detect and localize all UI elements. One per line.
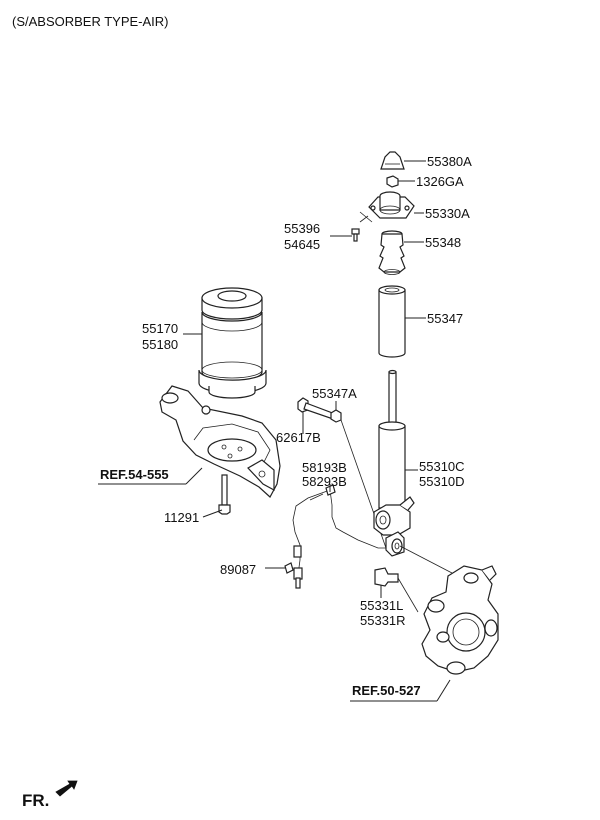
part-1326GA-nut — [386, 175, 399, 188]
label-55331L[interactable]: 55331L — [360, 598, 403, 613]
label-55310C[interactable]: 55310C — [419, 459, 465, 474]
label-55330A[interactable]: 55330A — [425, 206, 470, 221]
ref-50-527[interactable]: REF.50-527 — [352, 683, 421, 698]
label-55180[interactable]: 55180 — [142, 337, 178, 352]
part-89087-clip — [284, 562, 294, 574]
label-58193B[interactable]: 58193B — [302, 460, 347, 475]
label-62617B[interactable]: 62617B — [276, 430, 321, 445]
label-55380A[interactable]: 55380A — [427, 154, 472, 169]
label-54645[interactable]: 54645 — [284, 237, 320, 252]
knuckle — [421, 565, 499, 675]
label-55396[interactable]: 55396 — [284, 221, 320, 236]
part-55331L-bolt — [374, 567, 399, 587]
ref-54-555[interactable]: REF.54-555 — [100, 467, 169, 482]
part-55347A-nut — [330, 409, 342, 423]
part-55380A-cap — [380, 151, 405, 170]
part-55348-bump-stopper — [378, 230, 406, 275]
part-55310C-shock-absorber — [373, 369, 415, 557]
front-direction-label: FR. — [22, 791, 49, 810]
part-55347-dust-cover — [378, 285, 406, 358]
lower-arm — [159, 385, 281, 498]
label-89087[interactable]: 89087 — [220, 562, 256, 577]
part-55170-air-spring — [198, 287, 267, 399]
label-55331R[interactable]: 55331R — [360, 613, 406, 628]
diagram-title: (S/ABSORBER TYPE-AIR) — [12, 14, 169, 29]
label-55347[interactable]: 55347 — [427, 311, 463, 326]
part-58193B-sensor-wire — [292, 484, 386, 589]
label-55348[interactable]: 55348 — [425, 235, 461, 250]
label-58293B[interactable]: 58293B — [302, 474, 347, 489]
part-62617B-bolt — [297, 397, 336, 420]
part-11291-bolt — [218, 474, 231, 515]
part-55330A-mount — [368, 191, 415, 219]
label-55310D[interactable]: 55310D — [419, 474, 465, 489]
label-55347A[interactable]: 55347A — [312, 386, 357, 401]
label-1326GA[interactable]: 1326GA — [416, 174, 464, 189]
front-arrow-icon — [55, 780, 78, 797]
part-55396-bolt — [351, 228, 360, 242]
label-55170[interactable]: 55170 — [142, 321, 178, 336]
label-11291[interactable]: 11291 — [164, 510, 199, 525]
